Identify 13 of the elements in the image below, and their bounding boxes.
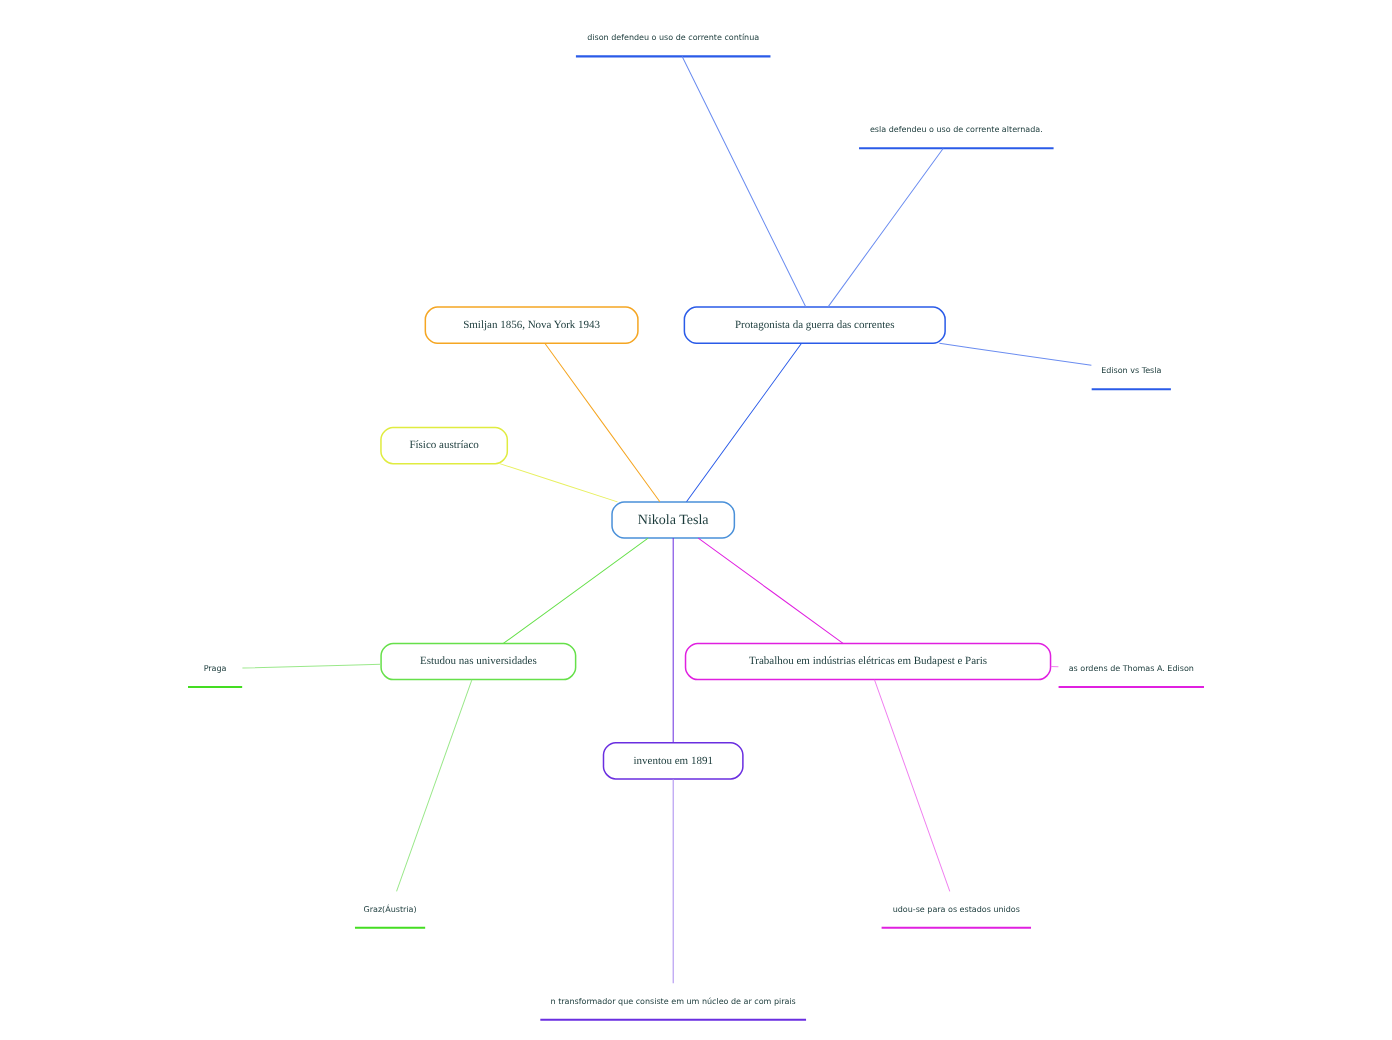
connector xyxy=(544,342,661,503)
connector xyxy=(686,342,803,503)
connector xyxy=(672,778,674,984)
connector xyxy=(874,679,951,892)
connector xyxy=(827,147,944,308)
connector xyxy=(396,679,473,892)
connector xyxy=(502,537,649,644)
connector xyxy=(681,56,807,308)
connector xyxy=(938,342,1092,366)
connector xyxy=(672,537,674,743)
connector xyxy=(241,663,382,669)
connector xyxy=(499,463,618,503)
connector xyxy=(697,537,844,644)
